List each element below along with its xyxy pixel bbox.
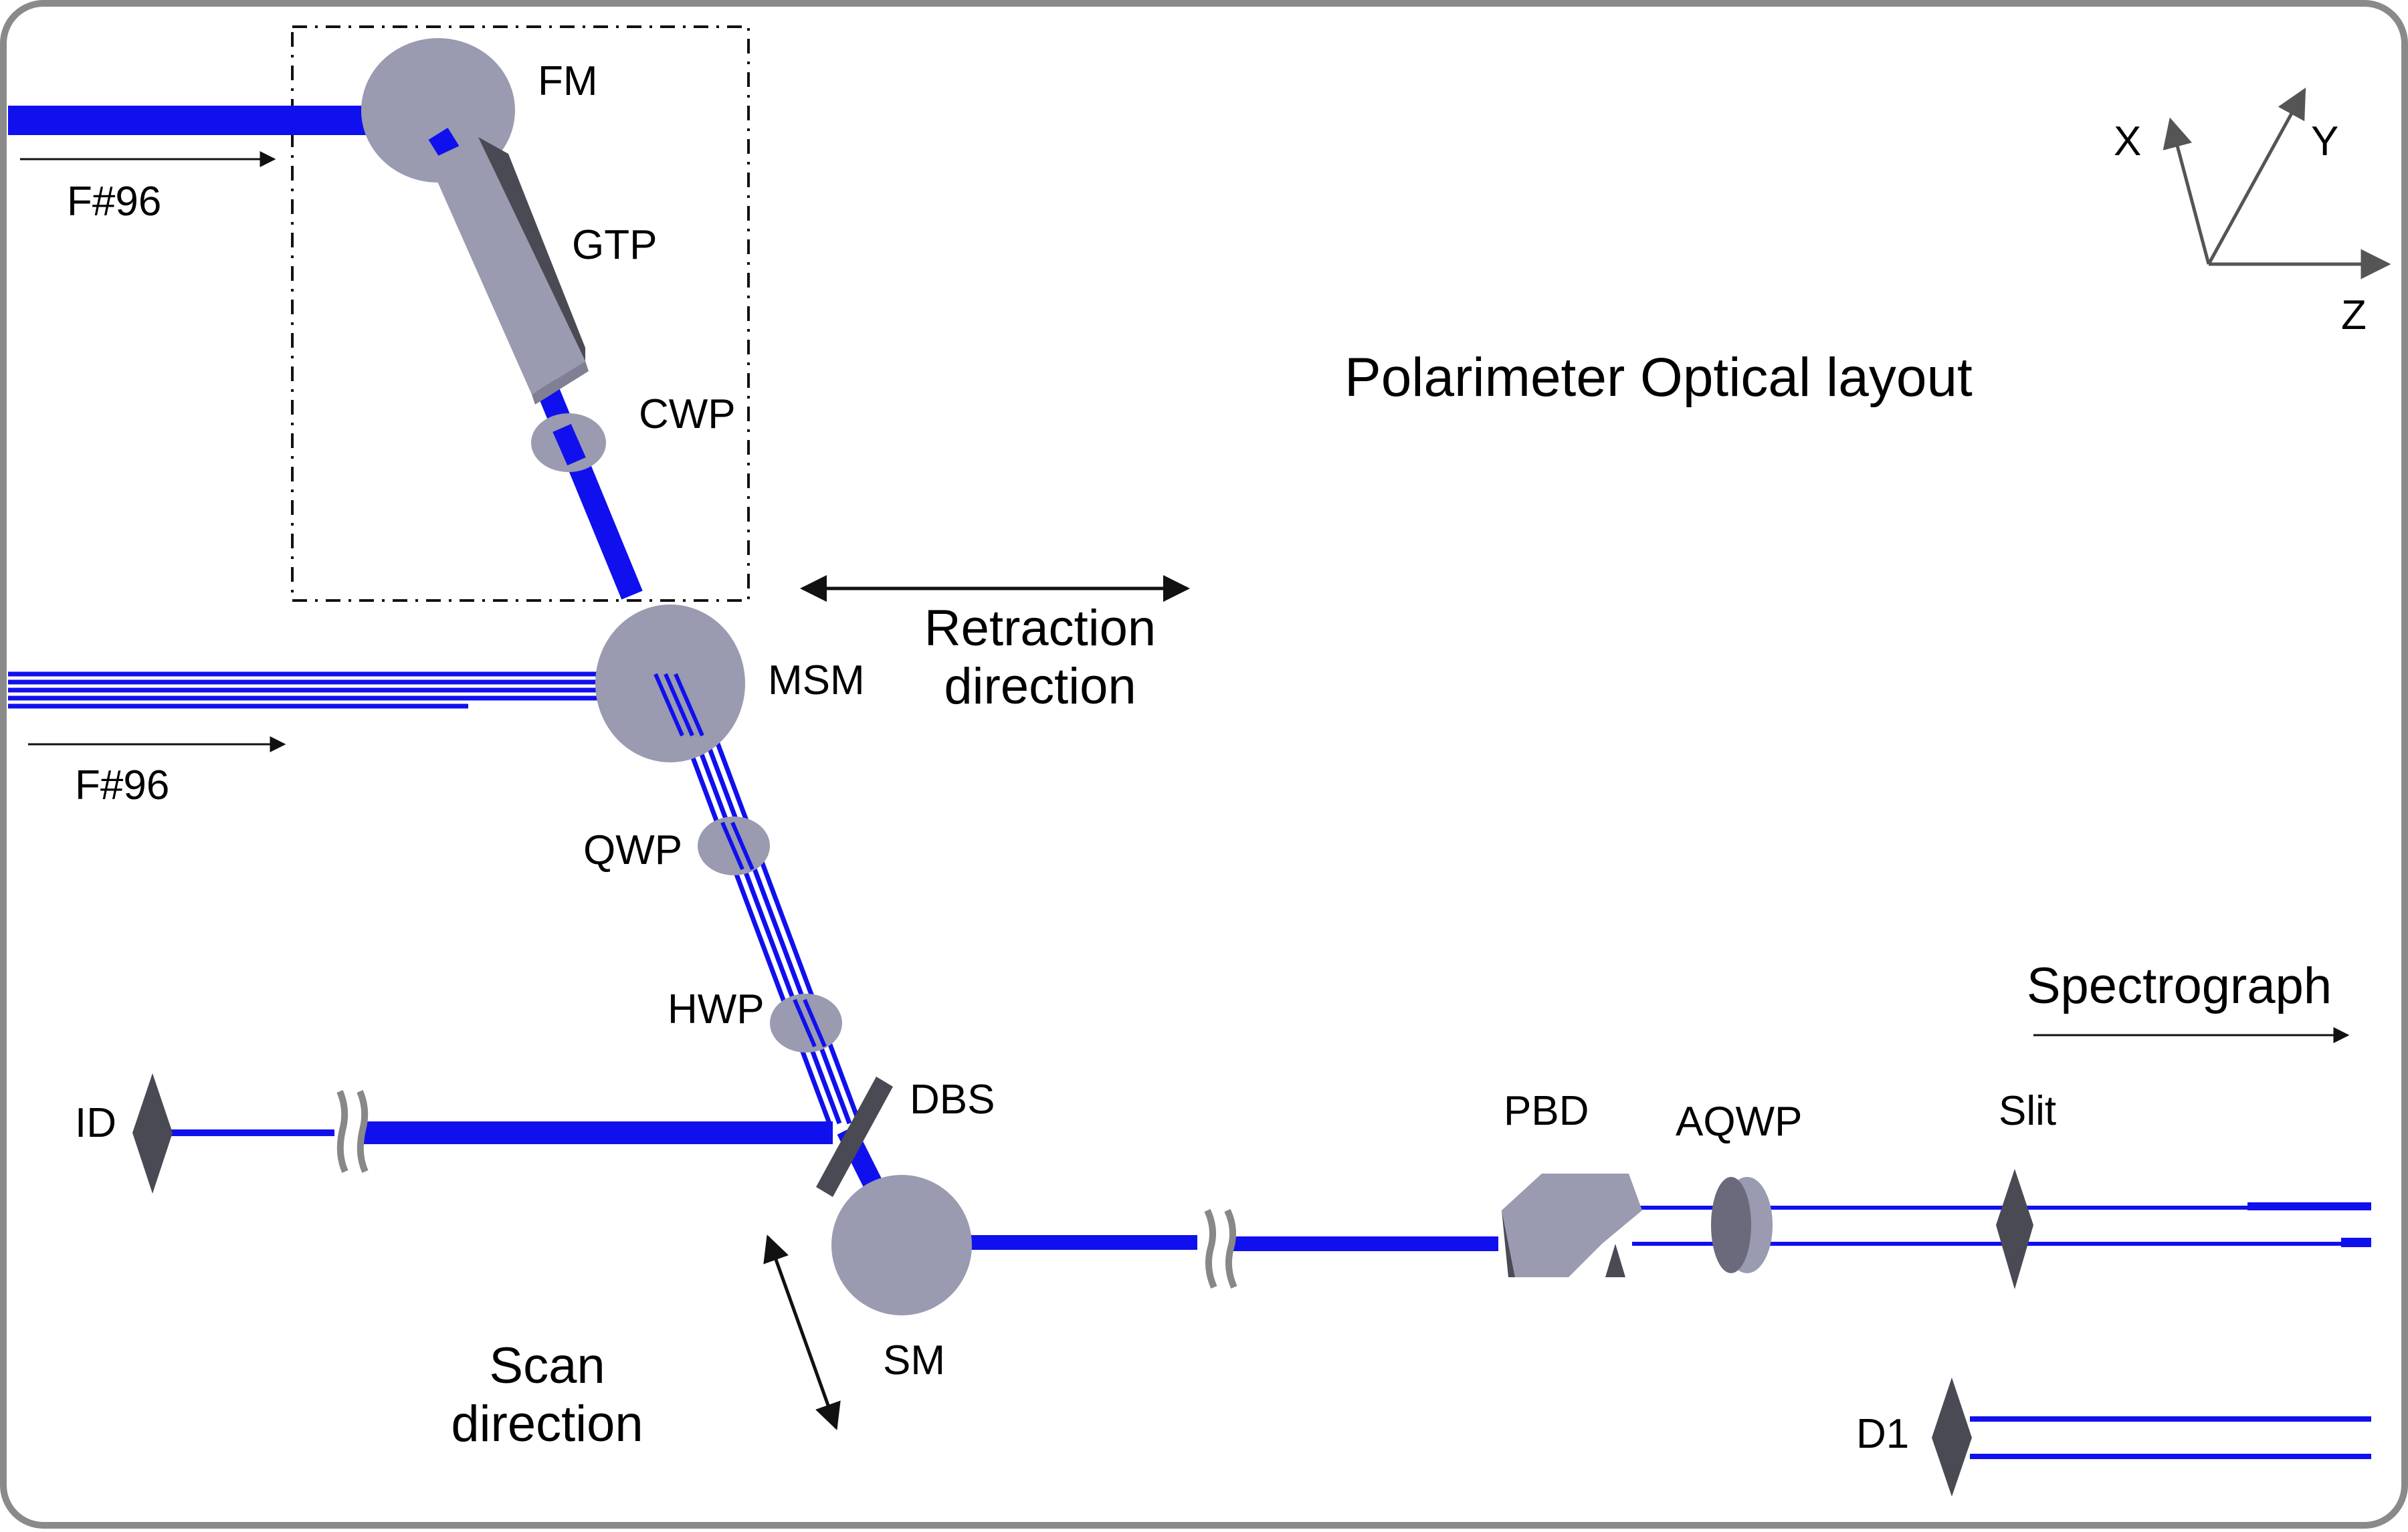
x-axis-arrow	[2163, 117, 2211, 265]
msm-label: MSM	[768, 657, 865, 703]
retraction-label-line2: direction	[944, 658, 1136, 715]
retraction-label-line1: Retraction	[924, 600, 1156, 657]
sm-label: SM	[883, 1337, 945, 1384]
aqwp-label: AQWP	[1676, 1099, 1802, 1145]
z-axis-label: Z	[2341, 292, 2367, 338]
id-detector	[132, 1073, 173, 1194]
slit-label: Slit	[1999, 1088, 2056, 1134]
d1-label: D1	[1856, 1411, 1909, 1457]
y-axis-arrow	[2207, 88, 2306, 265]
sm-mirror	[831, 1175, 972, 1315]
scan-arrow	[763, 1234, 841, 1430]
dbs-label: DBS	[910, 1077, 995, 1123]
gtp-label: GTP	[572, 222, 657, 268]
hwp-label: HWP	[668, 986, 765, 1032]
gtp-prism	[428, 137, 589, 405]
fm-label: FM	[538, 58, 598, 104]
d1-detector	[1932, 1378, 1972, 1497]
scan-label-line2: direction	[451, 1396, 643, 1452]
spectrograph-label: Spectrograph	[2027, 958, 2332, 1014]
x-axis-label: X	[2114, 118, 2141, 165]
qwp-label: QWP	[583, 827, 682, 873]
pbd-label: PBD	[1504, 1088, 1589, 1134]
f96-mid-label: F#96	[75, 762, 169, 808]
y-axis-label: Y	[2311, 118, 2338, 165]
pbd-displacer	[1502, 1174, 1642, 1277]
retractable-module-box	[291, 25, 750, 602]
scan-label-line1: Scan	[489, 1337, 605, 1394]
beam-break-marks	[336, 1090, 1237, 1289]
slit	[1996, 1169, 2033, 1289]
id-label: ID	[75, 1100, 116, 1146]
cwp-label: CWP	[639, 391, 736, 437]
dbs-beamsplitter	[816, 1077, 893, 1197]
f96-top-label: F#96	[67, 179, 161, 225]
diagram-title: Polarimeter Optical layout	[1344, 347, 1973, 408]
beam-mid-input	[8, 671, 672, 709]
aqwp-waveplate	[1711, 1177, 1773, 1273]
axis-triad	[2163, 88, 2391, 280]
